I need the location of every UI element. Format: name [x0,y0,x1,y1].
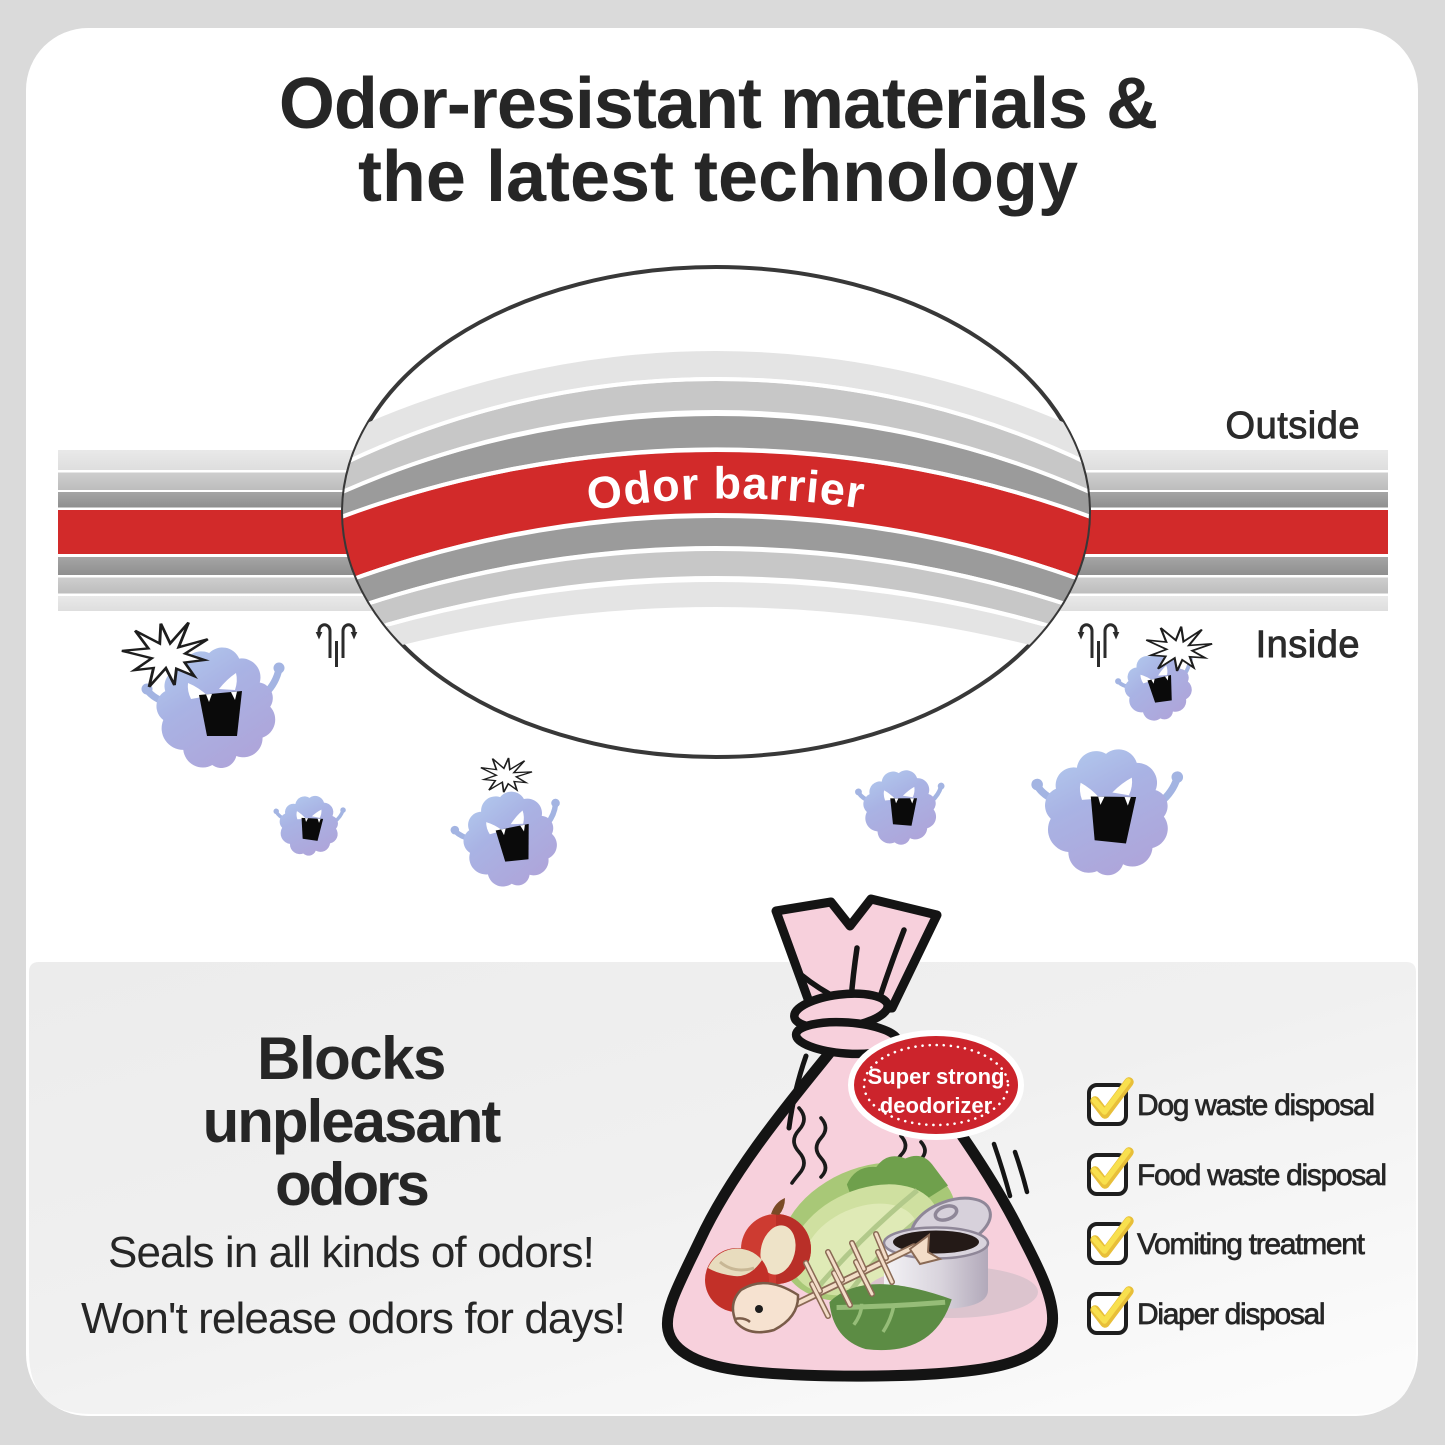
svg-text:odors: odors [275,1151,427,1218]
svg-text:Diaper disposal: Diaper disposal [1137,1298,1324,1331]
svg-text:unpleasant: unpleasant [203,1088,502,1155]
svg-text:deodorizer: deodorizer [880,1093,993,1118]
svg-text:Food waste disposal: Food waste disposal [1137,1159,1386,1192]
svg-text:the latest technology: the latest technology [358,137,1078,217]
svg-text:Inside: Inside [1256,624,1360,666]
svg-text:Won't release odors for days!: Won't release odors for days! [81,1294,625,1343]
svg-text:Seals in all kinds of odors!: Seals in all kinds of odors! [108,1228,594,1277]
svg-text:Outside: Outside [1226,405,1360,447]
svg-text:Blocks: Blocks [257,1025,445,1092]
svg-text:Vomiting treatment: Vomiting treatment [1137,1228,1366,1261]
svg-text:Dog waste disposal: Dog waste disposal [1137,1089,1374,1122]
svg-text:Odor-resistant materials &: Odor-resistant materials & [279,64,1157,144]
svg-text:Super strong: Super strong [868,1064,1005,1089]
